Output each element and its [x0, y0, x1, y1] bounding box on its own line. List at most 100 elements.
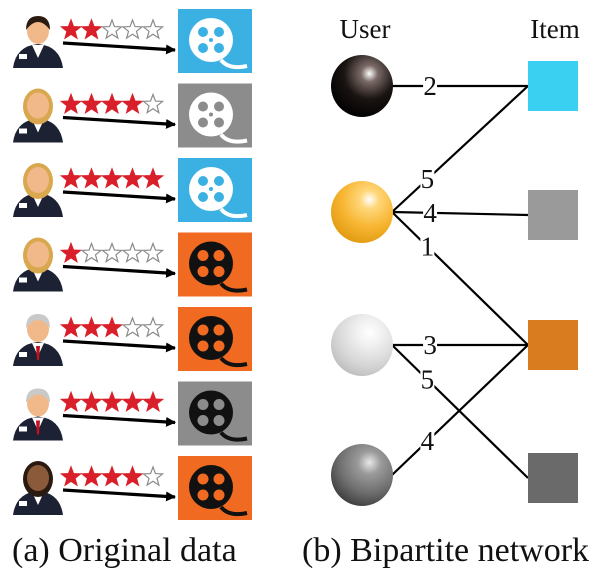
- person-man-grey-hair-icon: [13, 388, 63, 441]
- edge-label-bg: [420, 167, 435, 190]
- film-reel-icon: [178, 9, 252, 73]
- rating-row: [13, 307, 252, 371]
- rating-stars: [59, 18, 165, 40]
- person-woman-blonde-icon: [13, 88, 63, 143]
- edge-weight-label: 5: [421, 164, 435, 194]
- star-filled-icon: [80, 18, 103, 40]
- rating-stars: [59, 316, 165, 338]
- rating-row: [13, 83, 252, 148]
- film-reel-icon: [178, 381, 252, 446]
- edge-label-bg: [423, 74, 438, 96]
- edge-label-bg: [420, 367, 435, 390]
- edge-u2-i2: [391, 210, 529, 217]
- person-woman-blonde-icon: [13, 163, 63, 217]
- film-reel-icon: [178, 456, 252, 520]
- star-filled-icon: [100, 92, 124, 114]
- star-empty-icon: [80, 241, 103, 263]
- star-filled-icon: [80, 465, 103, 487]
- rating-row: [13, 456, 252, 520]
- star-filled-icon: [80, 390, 103, 412]
- star-empty-icon: [100, 18, 124, 40]
- edge-weight-label: 2: [423, 71, 437, 101]
- star-filled-icon: [121, 167, 144, 189]
- star-filled-icon: [80, 316, 103, 338]
- edge-label-bg: [420, 429, 435, 452]
- star-filled-icon: [59, 241, 83, 263]
- arrow: [62, 413, 176, 427]
- star-filled-icon: [121, 465, 144, 487]
- film-reel-icon: [178, 307, 252, 371]
- item-column-header: Item: [530, 14, 579, 44]
- edge-weight-label: 4: [423, 198, 437, 228]
- item-node-2: [528, 190, 578, 240]
- rating-row: [13, 232, 252, 297]
- rating-stars: [59, 92, 165, 114]
- arrow: [62, 264, 176, 278]
- person-woman-blonde-icon: [13, 237, 63, 292]
- star-filled-icon: [80, 167, 103, 189]
- star-filled-icon: [80, 92, 103, 114]
- star-filled-icon: [100, 465, 124, 487]
- item-node-3: [528, 320, 578, 370]
- star-filled-icon: [100, 390, 124, 412]
- star-empty-icon: [141, 241, 165, 263]
- edge-group: 2 5 4 1 3 5 4: [391, 71, 529, 479]
- panel-bipartite-network: 2 5 4 1 3 5 4: [331, 55, 578, 506]
- edge-weight-label: 3: [423, 330, 437, 360]
- caption-bipartite-network: (b) Bipartite network: [302, 532, 589, 569]
- edge-u2-i1: [391, 85, 529, 213]
- person-man-dark-hair-icon: [13, 16, 63, 68]
- film-reel-icon: [178, 83, 252, 148]
- star-filled-icon: [141, 390, 165, 412]
- item-node-4: [528, 453, 578, 503]
- person-woman-dark-skin-icon: [13, 461, 63, 515]
- edge-label-bg: [423, 200, 438, 223]
- star-filled-icon: [59, 390, 83, 412]
- star-filled-icon: [100, 316, 124, 338]
- star-filled-icon: [59, 316, 83, 338]
- person-man-grey-hair-icon: [13, 314, 63, 366]
- star-empty-icon: [100, 241, 124, 263]
- star-empty-icon: [121, 241, 144, 263]
- rating-stars: [59, 390, 165, 412]
- rating-stars: [59, 167, 165, 189]
- star-filled-icon: [121, 390, 144, 412]
- user-column-header: User: [340, 14, 391, 44]
- star-empty-icon: [141, 316, 165, 338]
- star-empty-icon: [141, 92, 165, 114]
- arrow: [62, 488, 176, 502]
- arrow: [62, 190, 176, 204]
- item-node-1: [528, 61, 578, 111]
- node-group: [331, 55, 578, 506]
- star-empty-icon: [141, 465, 165, 487]
- caption-original-data: (a) Original data: [12, 532, 237, 569]
- star-filled-icon: [59, 167, 83, 189]
- edge-weight-label: 5: [421, 365, 435, 395]
- star-empty-icon: [121, 18, 144, 40]
- edge-weight-label: 4: [421, 426, 435, 456]
- user-node-2: [331, 181, 393, 243]
- star-empty-icon: [141, 18, 165, 40]
- star-empty-icon: [121, 316, 144, 338]
- rating-stars: [59, 241, 165, 263]
- user-node-1: [331, 55, 393, 117]
- arrow: [62, 339, 176, 353]
- edge-weight-label: 1: [421, 232, 435, 262]
- edge-u2-i3: [391, 211, 529, 346]
- arrow: [62, 115, 176, 129]
- star-filled-icon: [59, 465, 83, 487]
- rating-row: [13, 9, 252, 73]
- edge-label-bg: [420, 234, 435, 257]
- star-filled-icon: [141, 167, 165, 189]
- panel-original-data: [13, 9, 252, 520]
- film-reel-icon: [178, 158, 252, 222]
- rating-row: [13, 381, 252, 446]
- film-reel-icon: [178, 232, 252, 297]
- edge-label-bg: [423, 333, 438, 355]
- edge-u4-i3: [391, 344, 529, 476]
- user-node-4: [331, 444, 393, 506]
- rating-stars: [59, 465, 165, 487]
- star-filled-icon: [59, 92, 83, 114]
- star-filled-icon: [100, 167, 124, 189]
